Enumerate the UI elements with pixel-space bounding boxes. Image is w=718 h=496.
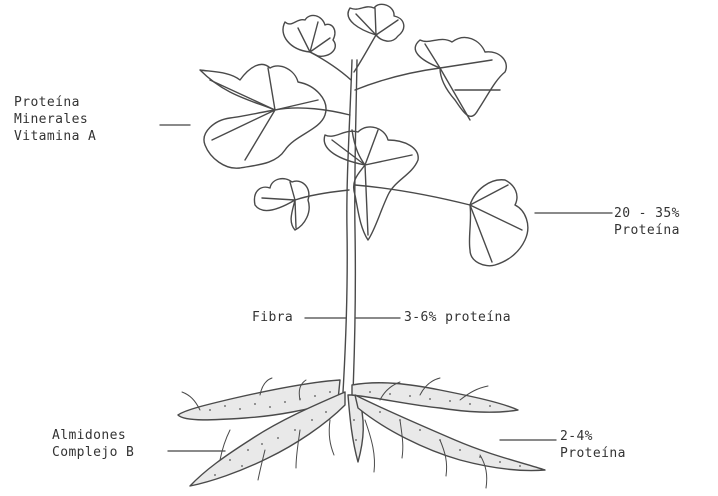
leaf-left-small	[254, 179, 309, 230]
label-leaves-left: Proteína Minerales Vitamina A	[14, 94, 96, 145]
label-roots-left: Almidones Complejo B	[52, 427, 134, 461]
label-leaves-left-line-2: Minerales	[14, 111, 96, 128]
label-leaves-right-percent: 20 - 35%	[614, 205, 680, 222]
leaf-right	[469, 180, 527, 266]
stem	[343, 60, 357, 392]
label-roots-right: 2-4% Proteína	[560, 428, 626, 462]
label-leaves-right-word: Proteína	[614, 222, 680, 239]
label-stem-fiber: Fibra	[252, 309, 293, 326]
label-roots-left-line-2: Complejo B	[52, 444, 134, 461]
label-roots-right-word: Proteína	[560, 445, 626, 462]
branches	[275, 35, 470, 205]
roots	[178, 380, 545, 486]
label-stem-protein: 3-6% proteína	[404, 309, 511, 326]
label-leaves-left-line-1: Proteína	[14, 94, 96, 111]
label-roots-right-percent: 2-4%	[560, 428, 626, 445]
leaf-center	[324, 127, 418, 240]
label-roots-left-line-1: Almidones	[52, 427, 134, 444]
label-leaves-right: 20 - 35% Proteína	[614, 205, 680, 239]
leaves	[200, 4, 528, 265]
label-leaves-left-line-3: Vitamina A	[14, 128, 96, 145]
